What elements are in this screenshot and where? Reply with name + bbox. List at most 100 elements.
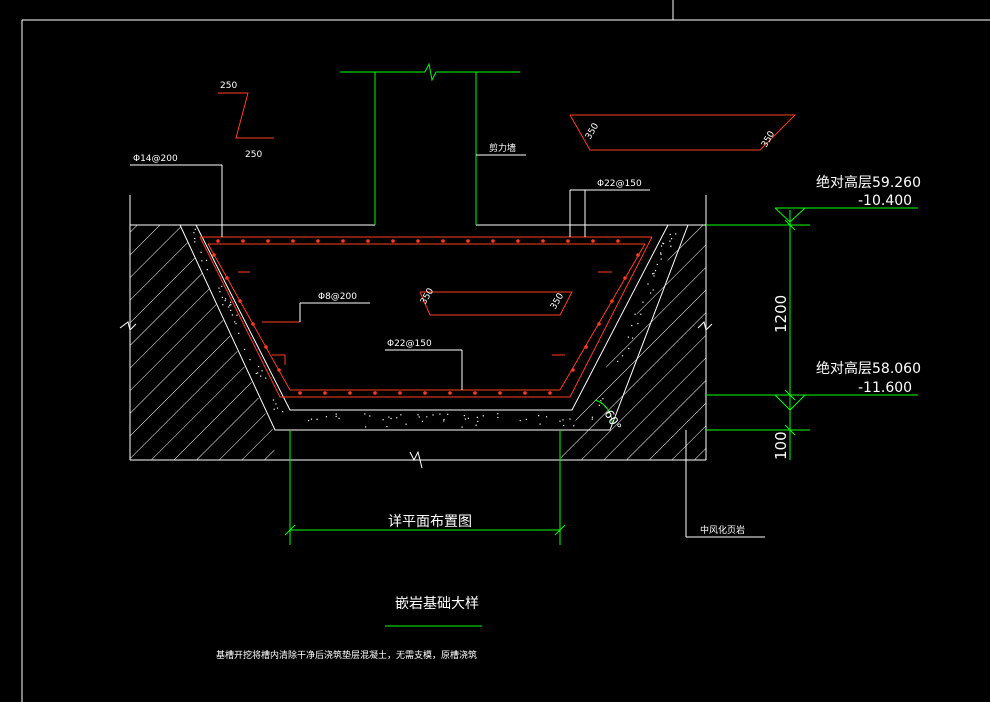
concrete-speckle (637, 323, 639, 325)
dim-depth: 1200 (772, 295, 790, 333)
rebar-dot (341, 239, 345, 243)
concrete-speckle (525, 418, 527, 420)
concrete-speckle (519, 420, 521, 422)
drawing-frame (21, 0, 990, 702)
rebar-dot (216, 239, 220, 243)
rebar-dot (398, 391, 402, 395)
wall-label: 剪力墙 (489, 142, 516, 154)
rebar-dot (610, 299, 614, 303)
concrete-speckle (388, 416, 390, 418)
rebar-dot (264, 345, 268, 349)
concrete-speckle (650, 292, 652, 294)
concrete-speckle (255, 372, 257, 375)
concrete-speckle (675, 233, 677, 235)
dimension-lines (284, 207, 918, 627)
concrete-speckle (482, 415, 484, 417)
concrete-speckle (669, 233, 671, 235)
concrete-speckle (653, 275, 655, 277)
concrete-speckle (222, 304, 224, 306)
concrete-speckle (671, 238, 673, 240)
concrete-speckle (443, 418, 445, 421)
concrete-speckle (230, 309, 232, 311)
concrete-speckle (640, 313, 642, 315)
concrete-speckle (244, 348, 246, 350)
rebar-dot (548, 391, 552, 395)
concrete-speckle (390, 417, 392, 420)
foundation-outline (119, 195, 713, 469)
concrete-speckle (219, 291, 221, 293)
concrete-speckle (464, 418, 466, 420)
concrete-speckle (432, 414, 434, 416)
concrete-speckle (205, 259, 208, 261)
concrete-speckle (563, 425, 565, 427)
rebar-label-bottom: Φ22@150 (387, 339, 432, 349)
rebar-dot (323, 391, 327, 395)
dim-cushion: 100 (772, 431, 790, 460)
concrete-speckle (660, 245, 663, 247)
concrete-speckle (194, 241, 196, 243)
concrete-speckle (218, 287, 220, 289)
concrete-speckle (310, 418, 313, 420)
rebar-dot (441, 239, 445, 243)
concrete-speckle (221, 296, 223, 298)
concrete-speckle (654, 270, 657, 272)
rock-label: 中风化页岩 (700, 524, 745, 536)
concrete-speckle (647, 283, 649, 285)
concrete-speckle (652, 273, 654, 275)
rebar-dot (616, 239, 620, 243)
concrete-speckle (265, 377, 267, 379)
concrete-speckle (627, 336, 629, 338)
concrete-speckle (660, 252, 662, 254)
rebar-dot (291, 239, 295, 243)
concrete-speckle (230, 301, 232, 303)
rebar-label-middle-left: Φ8@200 (318, 292, 357, 302)
dim-chamfer-bottom: 250 (245, 150, 262, 160)
concrete-speckle (396, 417, 398, 419)
concrete-speckle (476, 416, 478, 418)
rebar-dot (623, 276, 627, 280)
concrete-speckle (617, 360, 619, 362)
rebar-dot (636, 253, 640, 257)
rebar-dot (597, 322, 601, 326)
rebar-dot (225, 276, 229, 280)
construction-note: 基槽开挖将槽内清除干净后浇筑垫层混凝土，无需支模，原槽浇筑 (216, 649, 477, 661)
concrete-speckle (475, 424, 477, 426)
concrete-speckle (194, 237, 196, 240)
rebar-dot (473, 391, 477, 395)
rebar-dot (391, 239, 395, 243)
concrete-speckle (497, 413, 499, 415)
elevation-bottom-rel: -11.600 (858, 380, 912, 396)
concrete-speckle (447, 413, 449, 415)
concrete-speckle (229, 304, 231, 306)
concrete-speckle (282, 411, 284, 413)
concrete-speckle (257, 372, 259, 374)
concrete-speckle (386, 426, 388, 428)
rebar-dot (584, 345, 588, 349)
concrete-speckle (439, 413, 441, 415)
concrete-speckle (260, 375, 262, 377)
shear-wall (340, 62, 520, 225)
dim-chamfer-top: 250 (220, 81, 237, 91)
rebar-dot (523, 391, 527, 395)
rebar-label-top-left: Φ14@200 (133, 154, 178, 164)
concrete-speckle (200, 251, 202, 253)
concrete-speckle (653, 272, 655, 274)
rebar-dot (212, 253, 216, 257)
concrete-speckle (656, 263, 658, 266)
rebar-dot (423, 391, 427, 395)
concrete-speckle (194, 228, 196, 230)
concrete-speckle (234, 321, 236, 323)
rebar-dot (241, 239, 245, 243)
concrete-speckle (461, 426, 463, 428)
rebar-dot (366, 239, 370, 243)
concrete-speckle (631, 325, 633, 327)
concrete-speckle (382, 419, 384, 421)
rebar-dot (491, 239, 495, 243)
concrete-speckle (273, 408, 275, 410)
concrete-speckle (249, 359, 251, 361)
rebar-dots (212, 239, 640, 395)
concrete-speckle (235, 323, 237, 325)
concrete-speckle (238, 332, 240, 334)
concrete-speckle (660, 258, 662, 260)
rebar-dot (348, 391, 352, 395)
